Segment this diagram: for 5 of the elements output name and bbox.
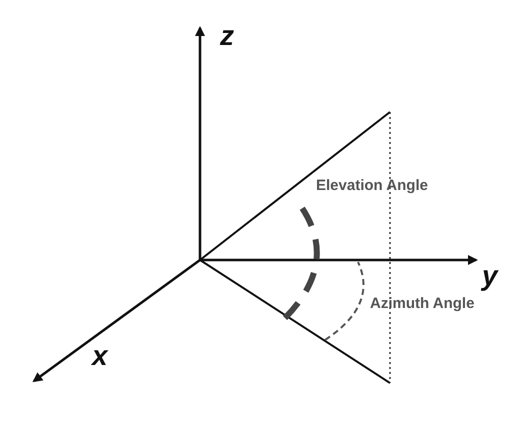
axis-label: z [220, 22, 234, 50]
axis-label: x [92, 342, 108, 370]
angle-label: Azimuth Angle [370, 296, 474, 311]
axis-label: y [482, 262, 498, 290]
angle-label: Elevation Angle [316, 178, 428, 193]
